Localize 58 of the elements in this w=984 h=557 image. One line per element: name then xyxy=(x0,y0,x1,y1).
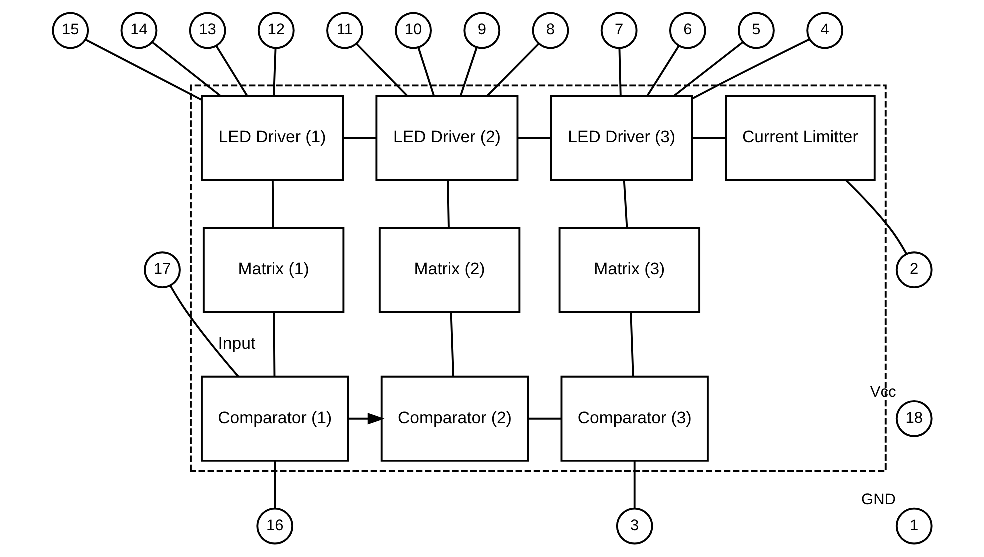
node-box: Matrix (3) xyxy=(558,227,700,314)
node-circle: 13 xyxy=(188,12,226,50)
node-circle: 16 xyxy=(256,508,294,545)
node-circle: 1 xyxy=(895,508,932,545)
node-box: Comparator (2) xyxy=(380,376,529,462)
connector xyxy=(622,180,628,228)
connector xyxy=(84,39,202,101)
connector xyxy=(356,43,408,96)
connector xyxy=(459,47,478,96)
connector xyxy=(692,38,810,100)
connector xyxy=(618,48,622,96)
node-circle: 10 xyxy=(394,12,432,50)
connector xyxy=(417,47,434,96)
node-circle: 8 xyxy=(532,12,569,50)
arrow xyxy=(348,413,384,425)
connector xyxy=(517,137,551,140)
connector xyxy=(646,46,680,96)
connector xyxy=(272,312,276,377)
node-box: LED Driver (2) xyxy=(375,95,518,182)
connector xyxy=(844,180,908,255)
connector xyxy=(692,137,726,140)
node-circle: 14 xyxy=(120,12,158,50)
connector xyxy=(274,461,276,508)
connector xyxy=(215,46,248,96)
node-box: LED Driver (3) xyxy=(550,95,693,182)
connector xyxy=(450,312,454,377)
node-circle: 6 xyxy=(668,12,706,50)
node-circle: 17 xyxy=(144,252,180,289)
connector xyxy=(151,42,220,96)
node-circle: 11 xyxy=(326,12,363,50)
node-circle: 7 xyxy=(600,12,638,50)
connector xyxy=(633,461,636,508)
node-box: Comparator (1) xyxy=(200,376,349,462)
node-circle: 12 xyxy=(257,12,294,50)
node-circle: 18 xyxy=(895,400,932,438)
node-box: Matrix (2) xyxy=(378,227,520,314)
node-circle: 4 xyxy=(806,12,843,50)
node-box: LED Driver (1) xyxy=(200,95,344,182)
connector xyxy=(169,285,239,378)
node-box: Comparator (3) xyxy=(560,376,708,462)
node-label: Vcc xyxy=(870,384,896,402)
connector xyxy=(630,312,634,377)
connector xyxy=(674,42,744,96)
node-label: GND xyxy=(861,491,896,508)
connector xyxy=(446,180,450,228)
edge-label: Input xyxy=(218,334,256,353)
node-circle: 9 xyxy=(463,12,500,50)
connector xyxy=(342,137,376,140)
node-box: Matrix (1) xyxy=(202,227,344,314)
node-circle: 15 xyxy=(52,12,89,50)
node-circle: 3 xyxy=(616,508,653,545)
node-circle: 5 xyxy=(738,12,774,50)
connector xyxy=(486,43,540,96)
node-circle: 2 xyxy=(895,252,932,289)
connector xyxy=(271,180,274,228)
connector xyxy=(272,48,276,96)
node-box: Current Limitter xyxy=(724,95,876,182)
connector xyxy=(528,418,562,420)
